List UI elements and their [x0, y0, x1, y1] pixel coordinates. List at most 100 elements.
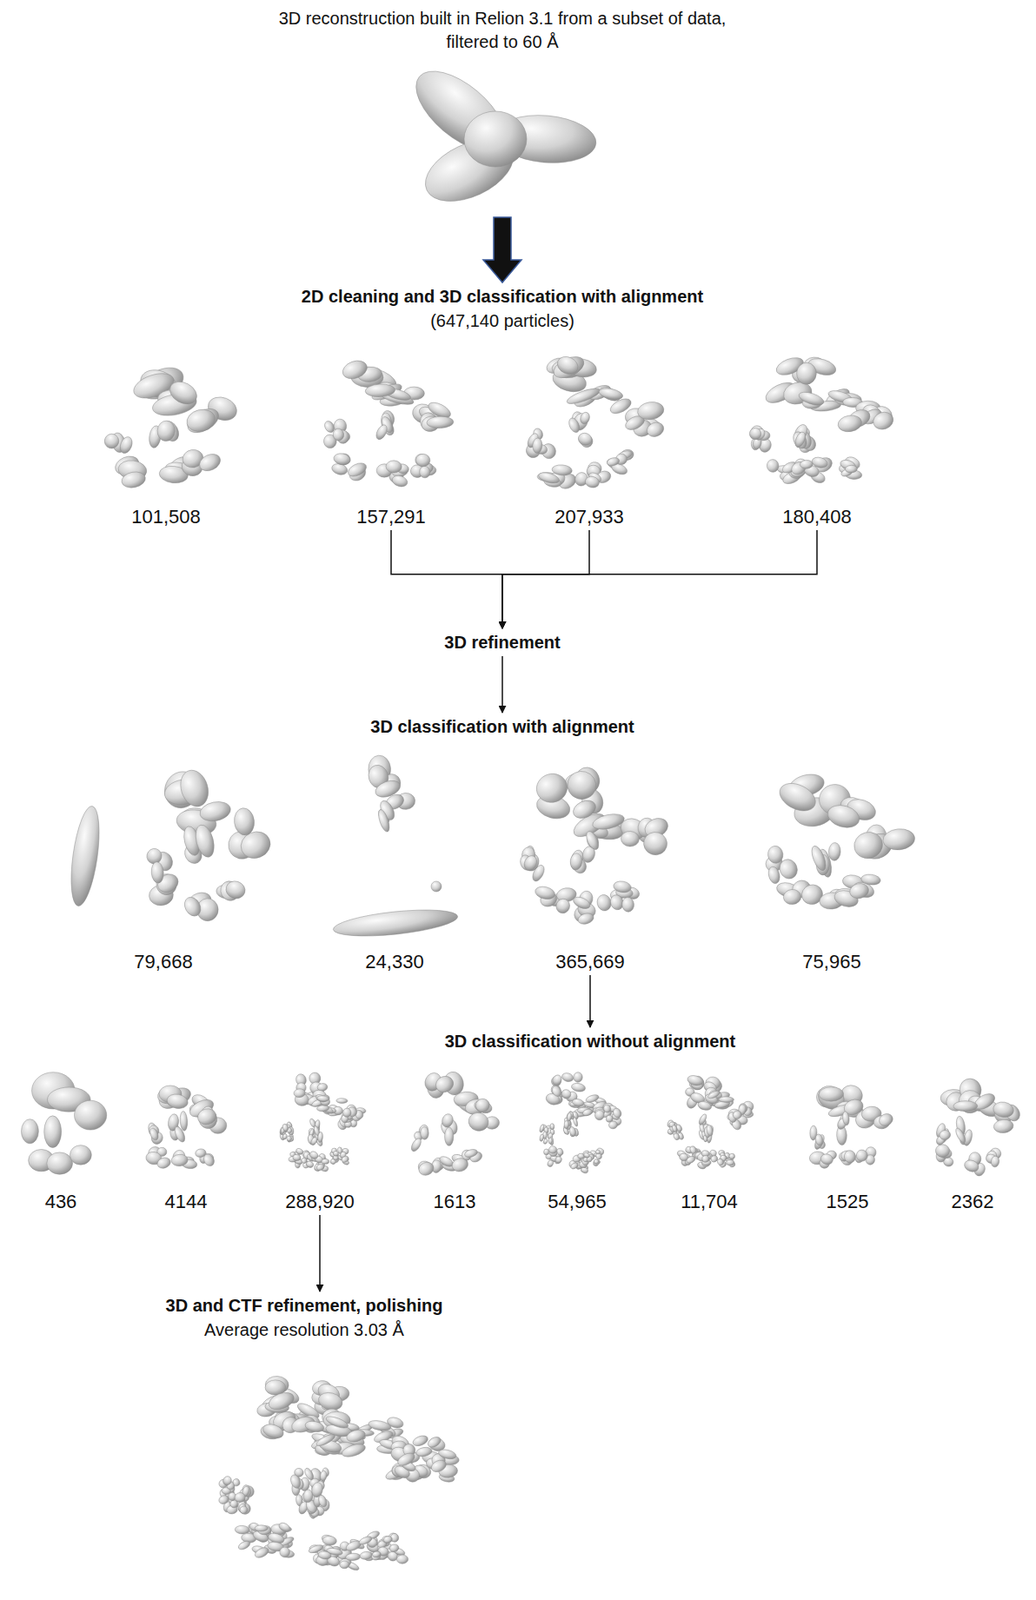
density-blob [260, 1421, 286, 1442]
class-result: 1525 [788, 1061, 907, 1214]
density-blob [332, 1150, 340, 1157]
density-blob [584, 475, 600, 490]
density-blob [828, 842, 842, 861]
density-blob [697, 1100, 713, 1112]
processing-step: 3D and CTF refinement, polishingAverage … [162, 1293, 447, 1342]
processing-step: 3D refinement [440, 630, 564, 655]
density-blob [232, 1478, 241, 1488]
flow-arrow [589, 975, 592, 1028]
density-blob [417, 1160, 437, 1178]
density-blob [332, 451, 352, 466]
density-map [21, 1072, 107, 1176]
density-blob [118, 435, 135, 456]
particle-count: 436 [45, 1190, 78, 1214]
density-blob [217, 1494, 230, 1506]
density-blob [644, 419, 666, 439]
density-blob [775, 777, 821, 817]
density-blob [171, 1153, 189, 1167]
density-blob [303, 1467, 316, 1482]
density-blob [569, 852, 583, 870]
density-map [322, 357, 454, 489]
density-blob [239, 1505, 249, 1515]
density-blob [166, 1092, 190, 1110]
density-blob [612, 880, 632, 895]
density-blob [444, 1127, 454, 1146]
density-blob [316, 1104, 330, 1112]
processing-step: 3D classification with alignment [366, 714, 638, 739]
density-blob [571, 1082, 587, 1093]
density-blob [21, 1119, 40, 1144]
density-blob [564, 768, 599, 804]
density-map [217, 1375, 459, 1573]
density-blob [431, 881, 442, 892]
density-map [145, 1084, 227, 1170]
density-map [278, 1071, 366, 1173]
density-blob [315, 1162, 326, 1172]
density-blob [317, 1494, 329, 1508]
density-blob [150, 861, 165, 884]
density-blob [824, 802, 862, 832]
density-blob [336, 1098, 348, 1104]
density-blob [319, 1470, 328, 1482]
density-blob [196, 1107, 219, 1127]
particle-count: 24,330 [365, 950, 424, 974]
density-blob [583, 1151, 592, 1159]
density-blob [856, 1148, 869, 1163]
step-heading: 2D cleaning and 3D classification with a… [301, 284, 704, 309]
density-blob [990, 1155, 1000, 1169]
density-blob [288, 1473, 302, 1490]
density-blob [531, 438, 543, 454]
density-blob [842, 1110, 851, 1126]
density-blob [396, 1554, 409, 1565]
density-blob [415, 1446, 433, 1458]
density-blob [572, 1071, 583, 1083]
particle-count: 365,669 [555, 950, 625, 974]
density-blob [281, 1123, 289, 1133]
density-blob [411, 1434, 430, 1448]
density-blob [305, 1160, 314, 1169]
step-note: (647,140 particles) [301, 308, 704, 333]
density-blob [234, 1492, 246, 1503]
density-blob [342, 1108, 352, 1117]
density-blob [568, 1126, 578, 1137]
processing-step: 2D cleaning and 3D classification with a… [298, 284, 707, 333]
density-blob [747, 425, 764, 442]
density-blob [592, 1158, 600, 1167]
density-blob [252, 1545, 271, 1560]
density-blob [102, 431, 121, 451]
density-blob [281, 1133, 288, 1141]
density-map [523, 352, 666, 492]
density-blob [799, 459, 813, 470]
density-blob [237, 1539, 252, 1552]
density-blob [564, 385, 602, 407]
density-blob [74, 1100, 107, 1130]
class-result: 1613 [395, 1061, 514, 1214]
density-blob [578, 411, 592, 426]
density-blob [844, 464, 857, 473]
flow-arrow [391, 530, 503, 629]
density-blob [181, 894, 205, 919]
density-blob [194, 1148, 207, 1158]
density-blob [184, 406, 218, 435]
density-map [409, 1069, 500, 1178]
density-blob [318, 1550, 333, 1561]
density-blob [543, 1148, 550, 1156]
density-map [666, 1074, 754, 1171]
density-blob [345, 460, 369, 479]
density-map [935, 1075, 1023, 1177]
class-result: 54,965 [518, 1061, 637, 1214]
density-blob [293, 1088, 306, 1098]
density-blob [232, 807, 256, 837]
density-blob [876, 1111, 895, 1129]
density-blob [381, 1535, 392, 1544]
flow-arrow [502, 530, 817, 629]
density-blob [316, 1095, 329, 1103]
density-blob [183, 404, 223, 439]
density-blob [843, 1148, 857, 1164]
density-blob [726, 1159, 735, 1166]
density-blob [602, 1103, 611, 1114]
density-blob [322, 1535, 338, 1547]
density-blob [340, 1155, 350, 1164]
particle-count: 180,408 [782, 505, 852, 529]
